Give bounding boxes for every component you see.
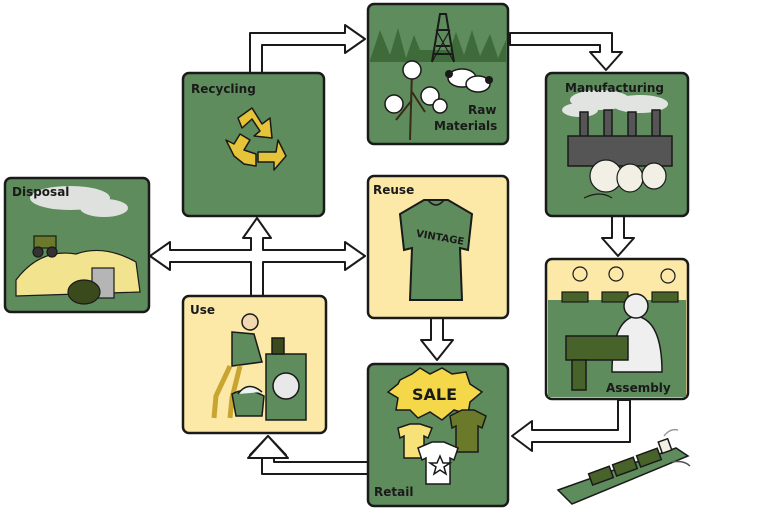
- workers-icon: [561, 266, 679, 303]
- retail-label: Retail: [374, 485, 413, 499]
- arrow-raw-to-manufacturing: [509, 32, 623, 71]
- sheep-icon: [445, 68, 493, 93]
- raw-materials-label-line2: Materials: [434, 119, 497, 133]
- assembly-label: Assembly: [606, 381, 671, 395]
- landfill-icon: [15, 235, 141, 305]
- raw-materials-label-line1: Raw: [468, 103, 496, 117]
- vintage-shirt-icon: VINTAGE: [398, 199, 474, 301]
- arrow-recycling-to-raw: [249, 24, 366, 74]
- stage-use: Use: [181, 294, 328, 435]
- stage-raw-materials: Raw Materials: [366, 2, 510, 146]
- arrow-use-hub: [149, 217, 366, 297]
- person-laundry-icon: [211, 313, 265, 419]
- stage-reuse: Reuse VINTAGE: [366, 174, 510, 320]
- stage-assembly: Assembly: [544, 257, 690, 401]
- smoke-icon: [562, 90, 668, 117]
- shirts-icon: [397, 409, 487, 485]
- arrow-reuse-to-retail: [420, 317, 454, 361]
- stage-disposal: Disposal: [3, 176, 151, 314]
- oil-derrick-icon: [431, 13, 455, 63]
- sale-sign-text: SALE: [412, 385, 457, 404]
- thread-spools-icon: [583, 159, 667, 199]
- stage-recycling: Recycling: [181, 71, 326, 218]
- sewing-worker-icon: [565, 293, 663, 391]
- cotton-plant-icon: [384, 60, 448, 141]
- arrow-retail-to-use-head: [247, 435, 289, 459]
- manufacturing-label: Manufacturing: [565, 81, 664, 95]
- tree-line: [370, 28, 506, 62]
- disposal-label: Disposal: [12, 185, 69, 199]
- flow-arrows: [149, 24, 635, 475]
- factory-icon: [567, 109, 673, 167]
- arrow-assembly-to-retail: [511, 399, 631, 452]
- stage-manufacturing: Manufacturing: [544, 71, 690, 218]
- stage-retail: SALE Retail: [366, 362, 510, 508]
- recycle-symbol-icon: [225, 107, 287, 171]
- arrow-manufacturing-to-assembly: [601, 215, 635, 257]
- reuse-label: Reuse: [373, 183, 414, 197]
- washing-machine-icon: [265, 337, 307, 421]
- disposal-smoke-icon: [30, 186, 128, 217]
- recycling-label: Recycling: [191, 82, 256, 96]
- cargo-ship-icon: [556, 428, 691, 505]
- use-label: Use: [190, 303, 215, 317]
